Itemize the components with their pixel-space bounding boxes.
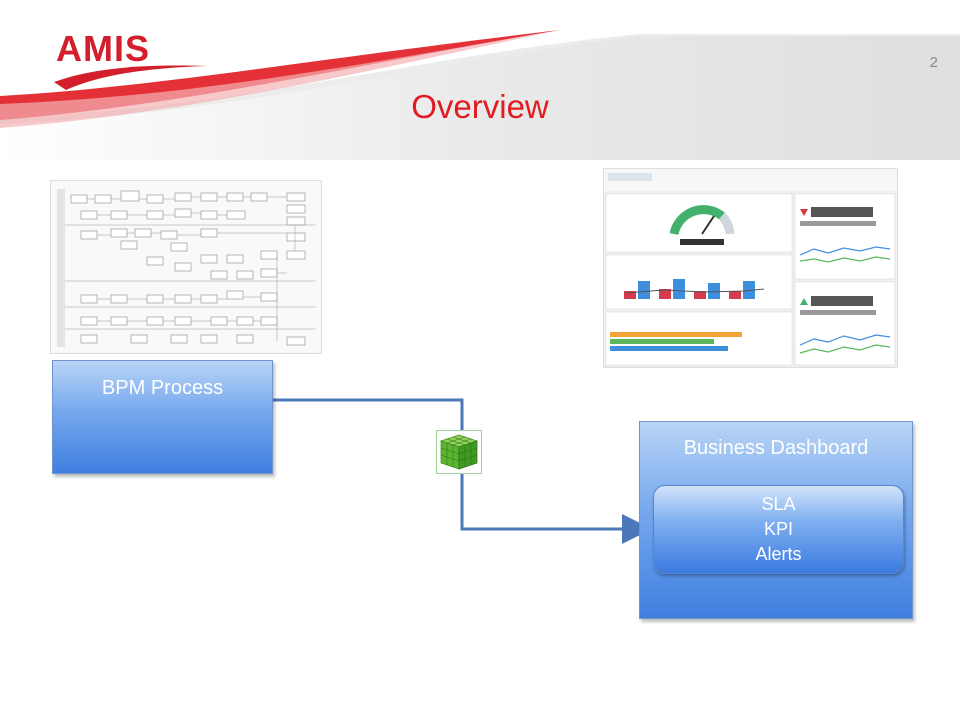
amis-logo: AMIS (54, 28, 207, 90)
logo-text: AMIS (56, 28, 150, 69)
dashboard-item-kpi: KPI (763, 519, 793, 539)
header-band (0, 30, 960, 160)
dashboard-item-sla: SLA (761, 494, 796, 514)
dashboard-items-box[interactable]: SLA KPI Alerts (653, 485, 904, 574)
slide-title: Overview (411, 88, 549, 125)
slide-number: 2 (929, 54, 938, 71)
business-dashboard-label: Business Dashboard (683, 437, 869, 459)
bpm-process-box[interactable]: BPM Process (52, 360, 273, 474)
bpm-process-diagram-image (50, 180, 322, 354)
cube-frame (436, 430, 482, 474)
bpm-process-label: BPM Process (101, 377, 224, 399)
logo-swoosh-icon (54, 65, 207, 90)
executive-kpi-dashboard-image (603, 168, 898, 368)
green-cube-icon (439, 434, 479, 470)
dashboard-item-alerts: Alerts (755, 544, 802, 564)
